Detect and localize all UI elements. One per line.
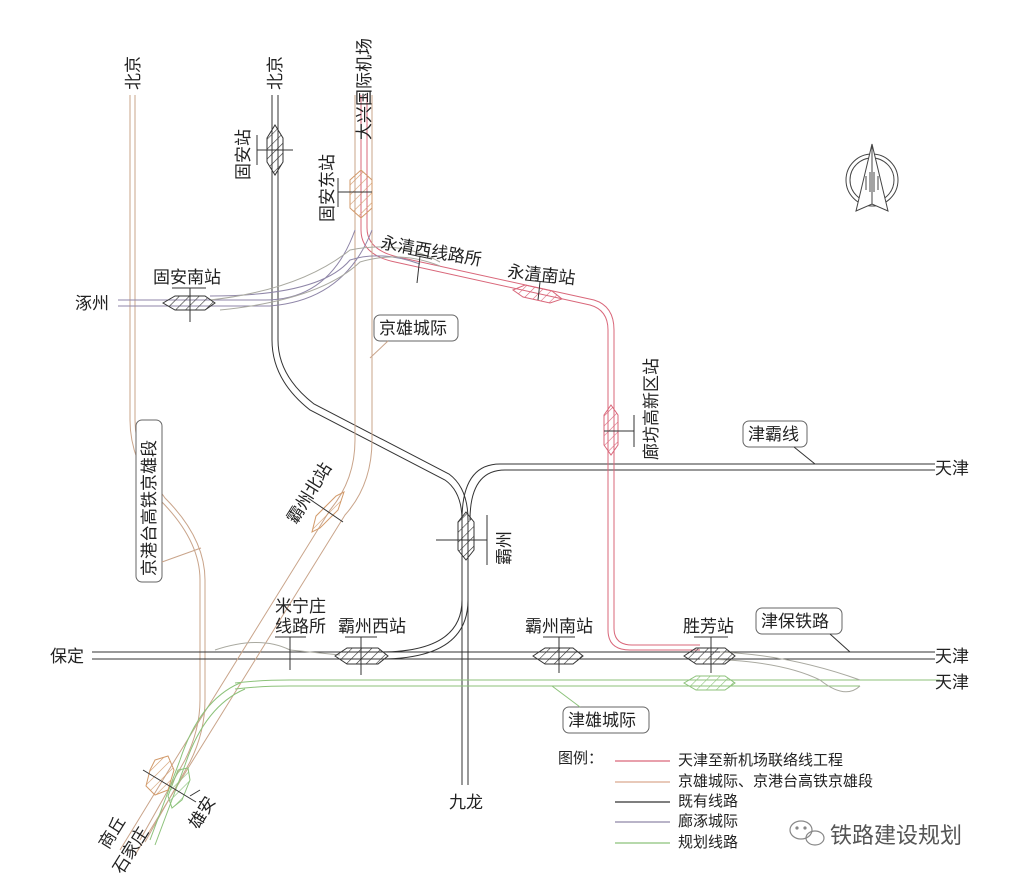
station-label-guan-east: 固安东站	[318, 154, 338, 222]
legend-title: 图例：	[558, 749, 603, 767]
callout-jingxiong-intercity: 京雄城际	[369, 314, 459, 359]
callout-jinbao-railway: 津保铁路	[755, 607, 851, 653]
existing-line-beijing-jiulong	[271, 95, 469, 785]
north-arrow-icon	[845, 143, 899, 212]
junction-mininzhuang	[275, 636, 306, 670]
junction-label-mininzhuang-2: 线路所	[275, 617, 326, 637]
terminal-tianjin-mid: 天津	[935, 647, 969, 667]
station-bazhou-west[interactable]	[334, 636, 389, 675]
svg-text:津雄城际: 津雄城际	[568, 711, 636, 731]
junction-label-yongqing-west: 永清西线路所	[379, 233, 483, 270]
jinbao-railway	[92, 599, 935, 660]
terminal-beijing-left: 北京	[124, 56, 144, 90]
terminal-jiulong: 九龙	[449, 793, 483, 813]
callout-jingganggao-section: 京港台高铁京雄段	[135, 419, 202, 583]
legend-label-1: 京雄城际、京港台高铁京雄段	[678, 772, 873, 790]
station-langfang-new-area[interactable]	[603, 404, 635, 456]
station-shengfang[interactable]	[683, 636, 736, 691]
station-label-bazhou-south: 霸州南站	[525, 617, 593, 637]
callout-jinba-line: 津霸线	[742, 420, 816, 465]
station-yongqing-south[interactable]	[511, 279, 564, 304]
station-label-guan: 固安站	[234, 129, 254, 180]
station-bazhou-south[interactable]	[532, 636, 584, 673]
legend-label-2: 既有线路	[678, 792, 738, 810]
station-label-shengfang: 胜芳站	[683, 617, 734, 637]
svg-text:京港台高铁京雄段: 京港台高铁京雄段	[140, 440, 160, 576]
station-bazhou[interactable]	[436, 511, 488, 565]
legend: 图例： 天津至新机场联络线工程 京雄城际、京港台高铁京雄段 既有线路 廊涿城际 …	[558, 749, 873, 851]
legend-label-0: 天津至新机场联络线工程	[678, 751, 843, 769]
airport-link-line	[360, 95, 700, 651]
terminal-daxing-airport: 大兴国际机场	[355, 38, 375, 140]
junction-yongqing-west	[407, 253, 433, 284]
legend-label-3: 廊涿城际	[678, 812, 738, 830]
svg-text:津保铁路: 津保铁路	[761, 612, 829, 632]
watermark-text: 铁路建设规划	[830, 824, 962, 849]
planned-lines	[149, 679, 940, 846]
station-guan-south[interactable]	[162, 287, 216, 322]
terminal-beijing-mid: 北京	[266, 56, 286, 90]
callout-jinxiong-intercity: 津雄城际	[551, 685, 650, 734]
watermark: 铁路建设规划	[789, 820, 962, 849]
legend-label-4: 规划线路	[678, 833, 738, 851]
jinba-line	[461, 463, 935, 521]
station-label-yongqing-south: 永清南站	[506, 262, 576, 289]
station-bazhou-north[interactable]	[307, 491, 345, 533]
terminal-tianjin-top: 天津	[935, 459, 969, 479]
station-guan-east[interactable]	[337, 169, 373, 219]
station-xiongan[interactable]	[142, 755, 201, 809]
station-guan[interactable]	[256, 124, 293, 176]
terminal-zhuozhou: 涿州	[75, 294, 109, 314]
station-label-bazhou: 霸州	[495, 531, 515, 565]
svg-text:津霸线: 津霸线	[748, 425, 799, 445]
svg-text:京雄城际: 京雄城际	[379, 319, 447, 339]
station-label-guan-south: 固安南站	[153, 268, 221, 288]
station-label-bazhou-west: 霸州西站	[338, 617, 406, 637]
station-label-langfang-new-area: 廊坊高新区站	[642, 358, 662, 460]
junction-label-mininzhuang-1: 米宁庄	[275, 597, 326, 617]
terminal-tianjin-low: 天津	[935, 673, 969, 693]
wechat-icon	[789, 820, 825, 846]
terminal-baoding: 保定	[50, 647, 84, 667]
